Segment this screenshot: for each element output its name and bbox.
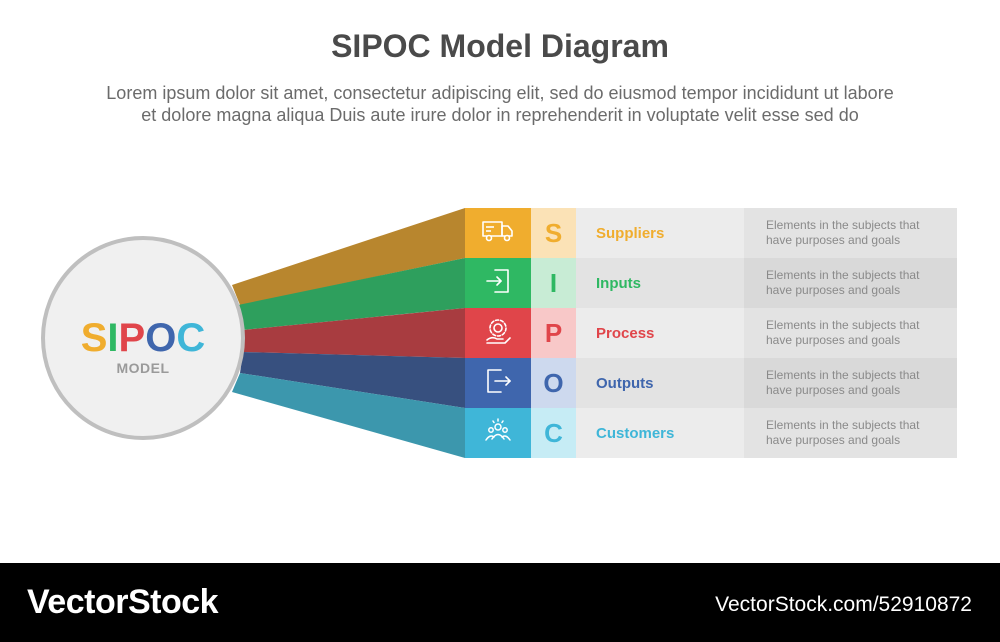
login-icon [483, 266, 513, 301]
sipoc-letter-c: C [176, 316, 206, 360]
sipoc-letter-p: P [118, 316, 146, 360]
page-subtitle: Lorem ipsum dolor sit amet, consectetur … [40, 82, 960, 126]
desc-suppliers: Elements in the subjects that have purpo… [744, 208, 957, 258]
beam-process [243, 308, 465, 358]
subtitle-line-2: et dolore magna aliqua Duis aute irure d… [141, 105, 859, 125]
sipoc-letter-s: S [80, 316, 108, 360]
logout-icon [483, 366, 513, 401]
row-suppliers: S Suppliers Elements in the subjects tha… [465, 208, 957, 258]
desc-customers: Elements in the subjects that have purpo… [744, 408, 957, 458]
desc-process: Elements in the subjects that have purpo… [744, 308, 957, 358]
row-process: P Process Elements in the subjects that … [465, 308, 957, 358]
icon-cell-inputs [465, 258, 531, 308]
team-icon [483, 416, 513, 451]
sipoc-circle: SIPOC MODEL [41, 236, 245, 440]
beam-customers [232, 373, 465, 458]
letter-cell-customers: C [531, 408, 576, 458]
letter-cell-inputs: I [531, 258, 576, 308]
subtitle-line-1: Lorem ipsum dolor sit amet, consectetur … [106, 83, 894, 103]
letter-cell-outputs: O [531, 358, 576, 408]
beams [232, 208, 465, 458]
sipoc-diagram: SIPOC MODEL S Suppliers Elements in the … [41, 208, 957, 458]
row-outputs: O Outputs Elements in the subjects that … [465, 358, 957, 408]
footer-url: VectorStock.com/52910872 [715, 593, 972, 616]
icon-cell-process [465, 308, 531, 358]
label-inputs: Inputs [576, 258, 744, 308]
desc-outputs: Elements in the subjects that have purpo… [744, 358, 957, 408]
icon-cell-suppliers [465, 208, 531, 258]
footer-bar: VectorStock VectorStock.com/52910872 [0, 563, 1000, 642]
footer-brand-logo: VectorStock [27, 583, 219, 621]
truck-icon [481, 218, 515, 249]
label-suppliers: Suppliers [576, 208, 744, 258]
label-process: Process [576, 308, 744, 358]
desc-inputs: Elements in the subjects that have purpo… [744, 258, 957, 308]
sipoc-letter-i: I [107, 316, 119, 360]
label-customers: Customers [576, 408, 744, 458]
beam-inputs [238, 258, 465, 330]
icon-cell-customers [465, 408, 531, 458]
sipoc-letter-o: O [145, 316, 177, 360]
letter-cell-suppliers: S [531, 208, 576, 258]
gear-hand-icon [483, 316, 513, 351]
row-inputs: I Inputs Elements in the subjects that h… [465, 258, 957, 308]
icon-cell-outputs [465, 358, 531, 408]
beam-suppliers [232, 208, 465, 305]
label-outputs: Outputs [576, 358, 744, 408]
letter-cell-process: P [531, 308, 576, 358]
model-label: MODEL [116, 360, 170, 376]
beam-outputs [240, 352, 465, 408]
sipoc-word: SIPOC [45, 316, 241, 361]
page-title: SIPOC Model Diagram [331, 28, 669, 64]
row-customers: C Customers Elements in the subjects tha… [465, 408, 957, 458]
